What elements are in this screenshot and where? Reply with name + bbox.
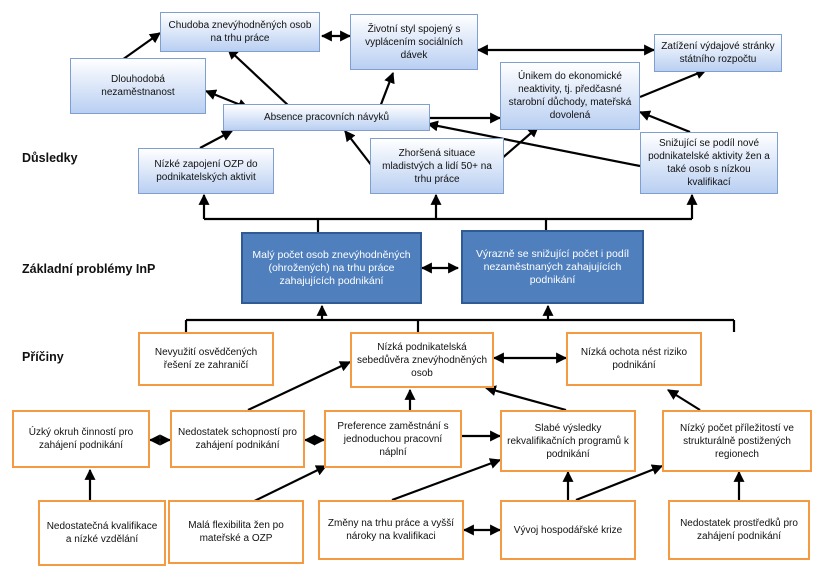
node-slabe-vysledky: Slabé výsledky rekvalifikačních programů… [500, 410, 636, 472]
node-vyvoj-krize: Vývoj hospodářské krize [500, 500, 636, 560]
label-dusledky: Důsledky [22, 151, 78, 165]
label-zakladni-problemy: Základní problémy InP [22, 262, 156, 276]
node-zatizeni-rozpoctu: Zatížení výdajové stránky státního rozpo… [654, 34, 782, 72]
node-nizke-zapojeni-ozp: Nízké zapojení OZP do podnikatelských ak… [138, 148, 274, 194]
node-nezamestnanost: Dlouhodobá nezaměstnanost [70, 58, 206, 114]
node-nedostatecna-kvalifikace: Nedostatečná kvalifikace a nízké vzdělán… [38, 500, 166, 566]
node-zivotni-styl: Životní styl spojený s vyplácením sociál… [350, 14, 478, 70]
node-maly-pocet-osob: Malý počet osob znevýhodněných (ohrožený… [241, 232, 422, 304]
label-priciny: Příčiny [22, 350, 64, 364]
node-zhorsena-situace: Zhoršená situace mladistvých a lidí 50+ … [370, 138, 504, 194]
node-absence-navyku: Absence pracovních návyků [223, 104, 430, 131]
node-vyrazne-snizujici: Výrazně se snižující počet i podíl nezam… [461, 230, 644, 304]
node-unik-neaktivita: Únikem do ekonomické neaktivity, tj. pře… [500, 62, 640, 130]
node-nevyuziti-reseni: Nevyužití osvědčených řešení ze zahranič… [138, 332, 274, 386]
node-sebeduvera: Nízká podnikatelská sebedůvěra znevýhodn… [350, 332, 494, 388]
node-uzky-okruh: Úzký okruh činností pro zahájení podniká… [12, 410, 150, 468]
node-ochota-riziko: Nízká ochota nést riziko podnikání [566, 332, 702, 386]
node-preference-zamestnani: Preference zaměstnání s jednoduchou prac… [324, 410, 462, 468]
node-chudoba: Chudoba znevýhodněných osob na trhu prác… [160, 12, 320, 52]
node-zmeny-trh-prace: Změny na trhu práce a vyšší nároky na kv… [318, 500, 464, 560]
node-prilezitosti-regiony: Nízký počet příležitostí ve strukturálně… [662, 410, 812, 472]
node-mala-flexibilita: Malá flexibilita žen po mateřské a OZP [168, 500, 304, 564]
node-nedostatek-prostredku: Nedostatek prostředků pro zahájení podni… [668, 500, 810, 560]
node-nedostatek-schopnosti: Nedostatek schopností pro zahájení podni… [170, 410, 305, 468]
node-snizujici-podil: Snižující se podíl nové podnikatelské ak… [640, 132, 778, 194]
